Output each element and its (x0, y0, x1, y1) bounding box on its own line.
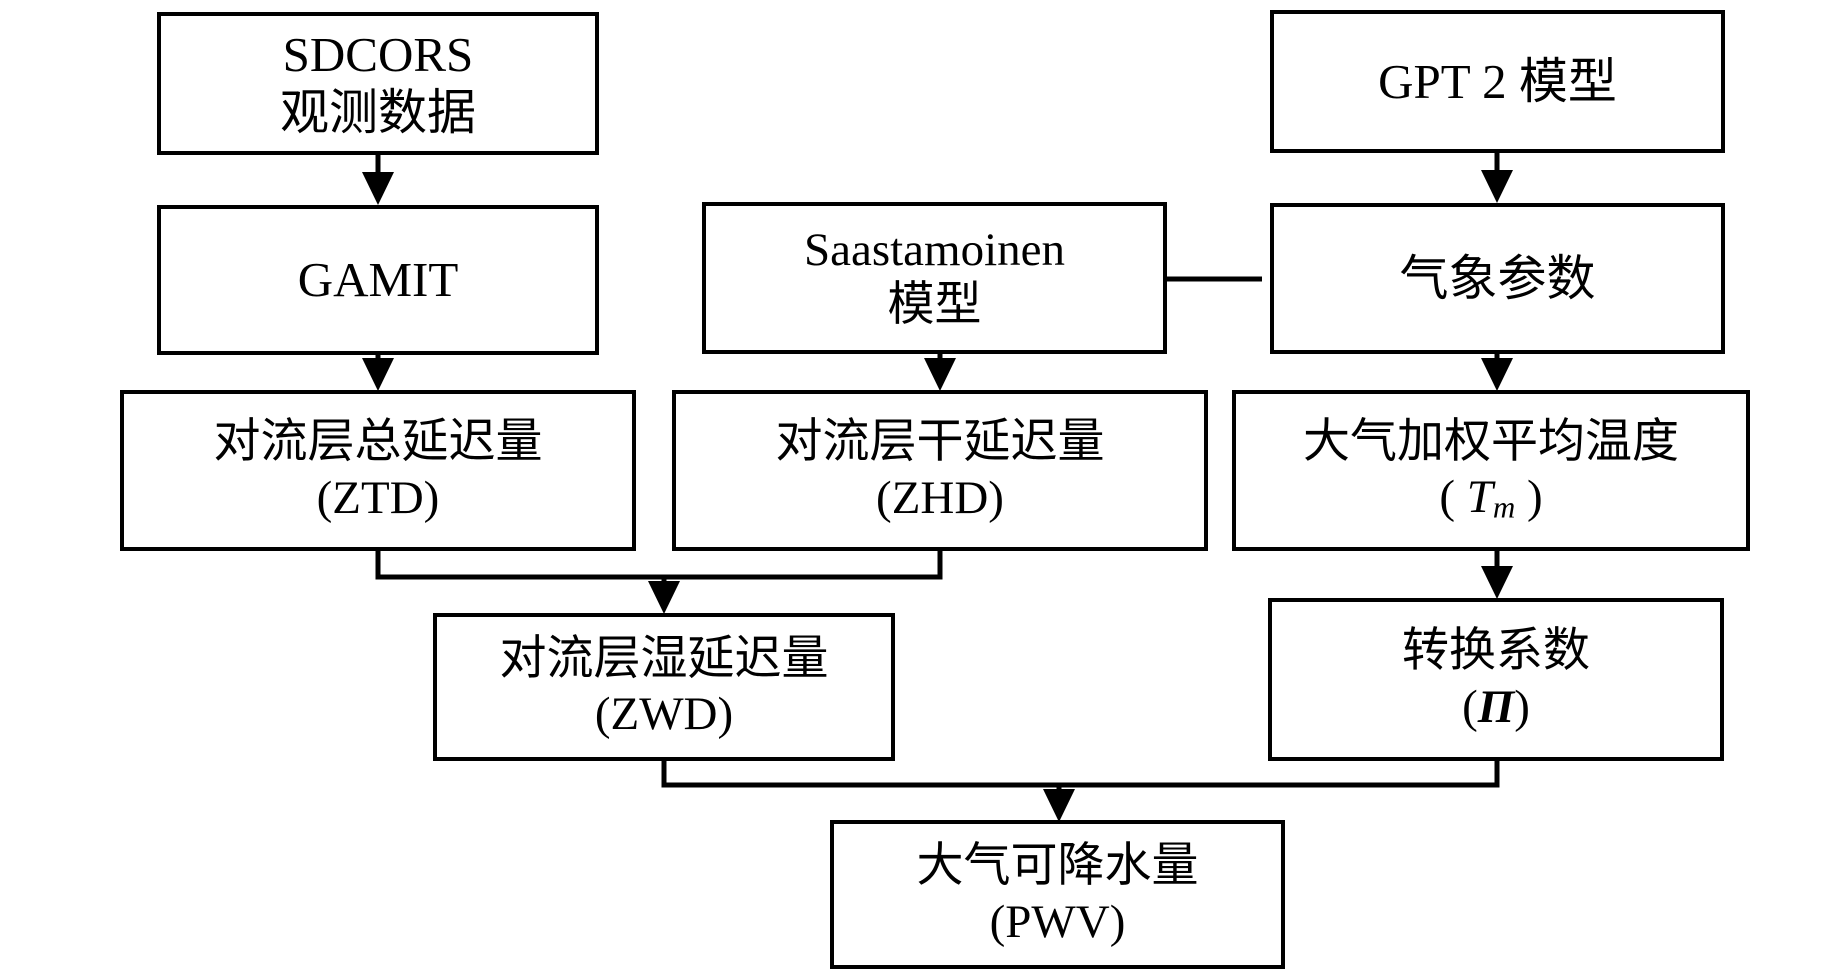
node-zhd-line-2: (ZHD) (876, 471, 1004, 524)
edge-met-to-tm (1481, 354, 1513, 391)
edge-saastamoinen-to-zhd (924, 354, 956, 391)
node-zwd[interactable]: 对流层湿延迟量 (ZWD) (433, 613, 895, 761)
edge-ztd-zhd-merge-to-zwd (375, 551, 943, 614)
node-gpt2[interactable]: GPT 2 模型 (1270, 10, 1725, 153)
node-tm-line-1: 大气加权平均温度 (1303, 415, 1679, 468)
node-gamit[interactable]: GAMIT (157, 205, 599, 355)
node-zhd-line-1: 对流层干延迟量 (775, 416, 1105, 469)
node-saastamoinen-line-1: Saastamoinen (803, 223, 1066, 276)
node-pwv[interactable]: 大气可降水量 (PWV) (830, 820, 1285, 969)
node-ztd-line-1: 对流层总延迟量 (213, 416, 543, 469)
node-gamit-line-1: GAMIT (297, 252, 459, 308)
node-pwv-line-1: 大气可降水量 (916, 840, 1199, 893)
node-pwv-line-2: (PWV) (989, 895, 1126, 948)
edge-sdcors-to-gamit (362, 155, 394, 205)
node-zwd-line-2: (ZWD) (594, 688, 734, 740)
node-met-params-line-1: 气象参数 (1399, 250, 1596, 306)
node-saastamoinen[interactable]: Saastamoinen 模型 (702, 202, 1167, 354)
node-zwd-line-1: 对流层湿延迟量 (499, 632, 829, 685)
node-sdcors-line-2: 观测数据 (279, 84, 476, 140)
edge-zwd-pi-merge-to-pwv (661, 761, 1500, 822)
node-saastamoinen-line-2: 模型 (887, 279, 982, 331)
node-sdcors[interactable]: SDCORS 观测数据 (157, 12, 599, 155)
node-conversion-factor[interactable]: 转换系数 (Π) (1268, 598, 1724, 761)
edge-tm-to-pi (1481, 551, 1513, 599)
node-conversion-factor-line-1: 转换系数 (1402, 625, 1590, 678)
node-gpt2-line-1: GPT 2 模型 (1378, 53, 1617, 109)
edge-gpt2-to-met (1481, 153, 1513, 203)
node-met-params[interactable]: 气象参数 (1270, 203, 1725, 354)
node-conversion-factor-symbol: (Π) (1462, 680, 1530, 733)
node-sdcors-line-1: SDCORS (282, 26, 474, 82)
edge-gamit-to-ztd (362, 355, 394, 391)
node-tm-line-2: ( Tm ) (1439, 471, 1543, 525)
node-ztd-line-2: (ZTD) (316, 471, 440, 524)
node-zhd[interactable]: 对流层干延迟量 (ZHD) (672, 390, 1208, 551)
node-tm[interactable]: 大气加权平均温度 ( Tm ) (1232, 390, 1750, 551)
node-ztd[interactable]: 对流层总延迟量 (ZTD) (120, 390, 636, 551)
